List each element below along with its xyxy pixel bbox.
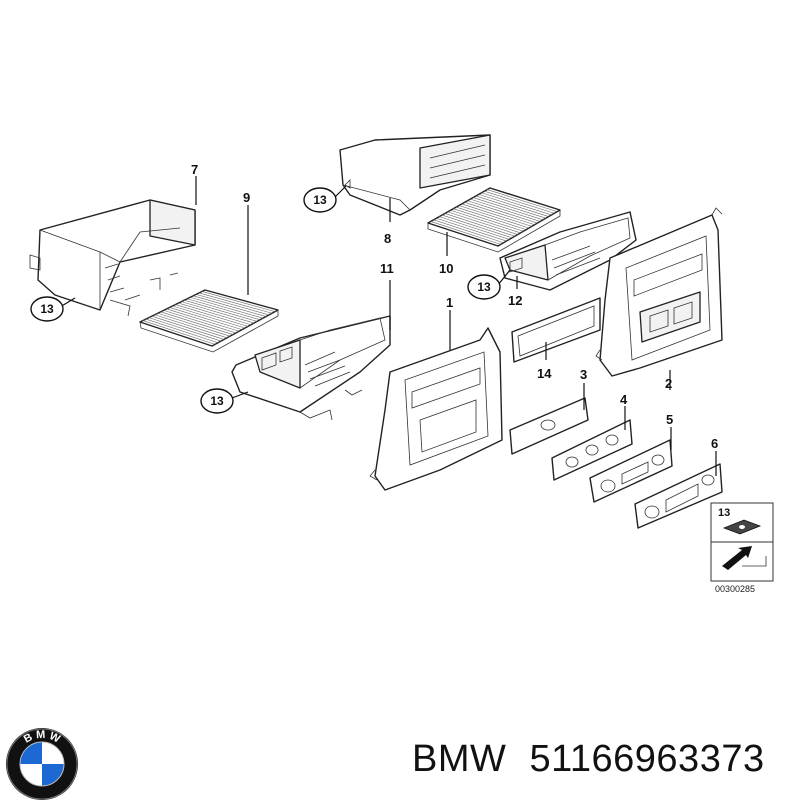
label-14: 14 <box>537 366 552 381</box>
part-8-compartment <box>339 134 491 216</box>
label-9: 9 <box>243 190 250 205</box>
callout-13-left-label: 13 <box>40 302 54 316</box>
label-7: 7 <box>191 162 198 177</box>
label-3: 3 <box>580 367 587 382</box>
label-6: 6 <box>711 436 718 451</box>
callout-13-top: 13 <box>303 187 337 213</box>
inset-reference: 00300285 <box>715 584 755 594</box>
label-2: 2 <box>665 376 672 391</box>
inset-detail: 13 00300285 <box>710 502 774 594</box>
bmw-logo: B M W <box>6 728 78 800</box>
inset-number: 13 <box>718 507 730 519</box>
label-12: 12 <box>508 293 522 308</box>
logo-lettering: B M W <box>22 729 63 746</box>
callout-13-bracket: 13 <box>200 388 234 414</box>
label-8: 8 <box>384 231 391 246</box>
leader-lines <box>59 176 717 476</box>
label-4: 4 <box>620 392 628 407</box>
arrow-icon <box>722 546 752 570</box>
part-10-filter <box>427 187 561 253</box>
part-14-plate <box>511 297 601 363</box>
part-11-bracket <box>231 315 391 421</box>
part-5-control-panel <box>589 439 673 503</box>
callout-13-top-label: 13 <box>313 193 327 207</box>
part-3-control-panel <box>509 397 589 455</box>
caption-part-number: 51166963373 <box>529 738 765 780</box>
part-2-trim-panel <box>595 207 723 377</box>
label-5: 5 <box>666 412 673 427</box>
caption-brand: BMW <box>412 738 507 780</box>
part-12-bracket <box>499 211 637 291</box>
callout-13-right: 13 <box>467 274 501 300</box>
label-1: 1 <box>446 295 453 310</box>
label-10: 10 <box>439 261 453 276</box>
callout-13-left: 13 <box>30 296 64 322</box>
part-9-filter-mat <box>139 289 279 353</box>
part-7-storage-compartment <box>29 199 196 317</box>
part-caption: BMW 51166963373 <box>412 738 792 781</box>
part-4-control-panel <box>551 419 633 481</box>
label-11: 11 <box>380 261 394 276</box>
part-6-control-panel <box>634 463 723 529</box>
callout-13-right-label: 13 <box>477 280 491 294</box>
part-1-trim-panel <box>369 327 503 491</box>
callout-13-bracket-label: 13 <box>210 394 224 408</box>
part-labels: 7 9 8 11 10 12 1 14 3 2 4 5 6 <box>191 162 718 451</box>
